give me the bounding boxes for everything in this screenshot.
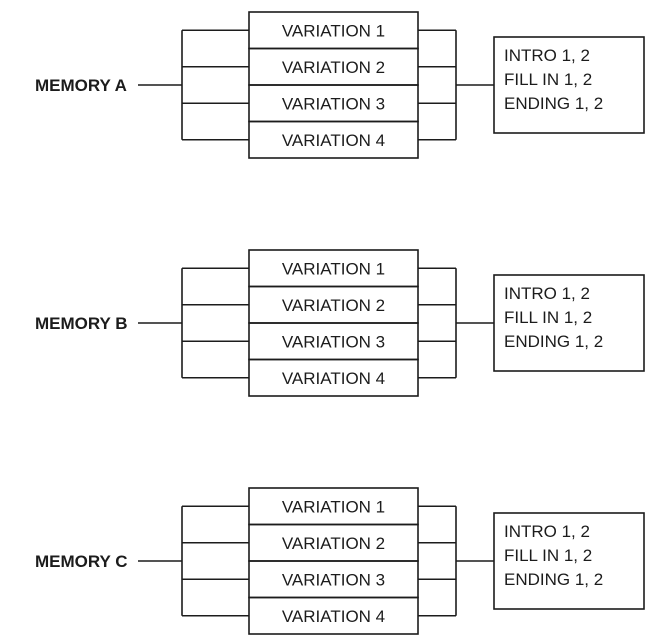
- sections-box: [493, 274, 645, 372]
- variation-box: [248, 120, 419, 159]
- sections-box: [493, 36, 645, 134]
- variation-label: VARIATION 1: [282, 259, 385, 278]
- section-label: INTRO 1, 2: [504, 284, 590, 303]
- variation-label: VARIATION 3: [282, 570, 385, 589]
- memory-label: MEMORY B: [35, 314, 128, 333]
- variation-label: VARIATION 2: [282, 296, 385, 315]
- variation-box: [248, 358, 419, 397]
- section-label: FILL IN 1, 2: [504, 308, 592, 327]
- variation-box: [248, 596, 419, 635]
- variation-label: VARIATION 3: [282, 94, 385, 113]
- memory-label: MEMORY A: [35, 76, 127, 95]
- variation-label: VARIATION 3: [282, 332, 385, 351]
- variation-label: VARIATION 1: [282, 21, 385, 40]
- variation-label: VARIATION 2: [282, 534, 385, 553]
- section-label: INTRO 1, 2: [504, 46, 590, 65]
- section-label: ENDING 1, 2: [504, 332, 603, 351]
- variation-label: VARIATION 1: [282, 497, 385, 516]
- variation-label: VARIATION 2: [282, 58, 385, 77]
- section-label: ENDING 1, 2: [504, 94, 603, 113]
- sections-box: [493, 512, 645, 610]
- variation-label: VARIATION 4: [282, 607, 385, 626]
- memory-group-b: MEMORY B VARIATION 1 VARIATION 2 VARIATION …: [35, 249, 645, 397]
- memory-group-a: MEMORY A VARIATION 1 VARIATION 2 VARIATION …: [35, 11, 645, 159]
- memory-group-c: MEMORY C VARIATION 1 VARIATION 2 VARIATION …: [35, 487, 645, 635]
- variation-label: VARIATION 4: [282, 131, 385, 150]
- section-label: FILL IN 1, 2: [504, 70, 592, 89]
- section-label: INTRO 1, 2: [504, 522, 590, 541]
- section-label: FILL IN 1, 2: [504, 546, 592, 565]
- variation-label: VARIATION 4: [282, 369, 385, 388]
- memory-label: MEMORY C: [35, 552, 128, 571]
- section-label: ENDING 1, 2: [504, 570, 603, 589]
